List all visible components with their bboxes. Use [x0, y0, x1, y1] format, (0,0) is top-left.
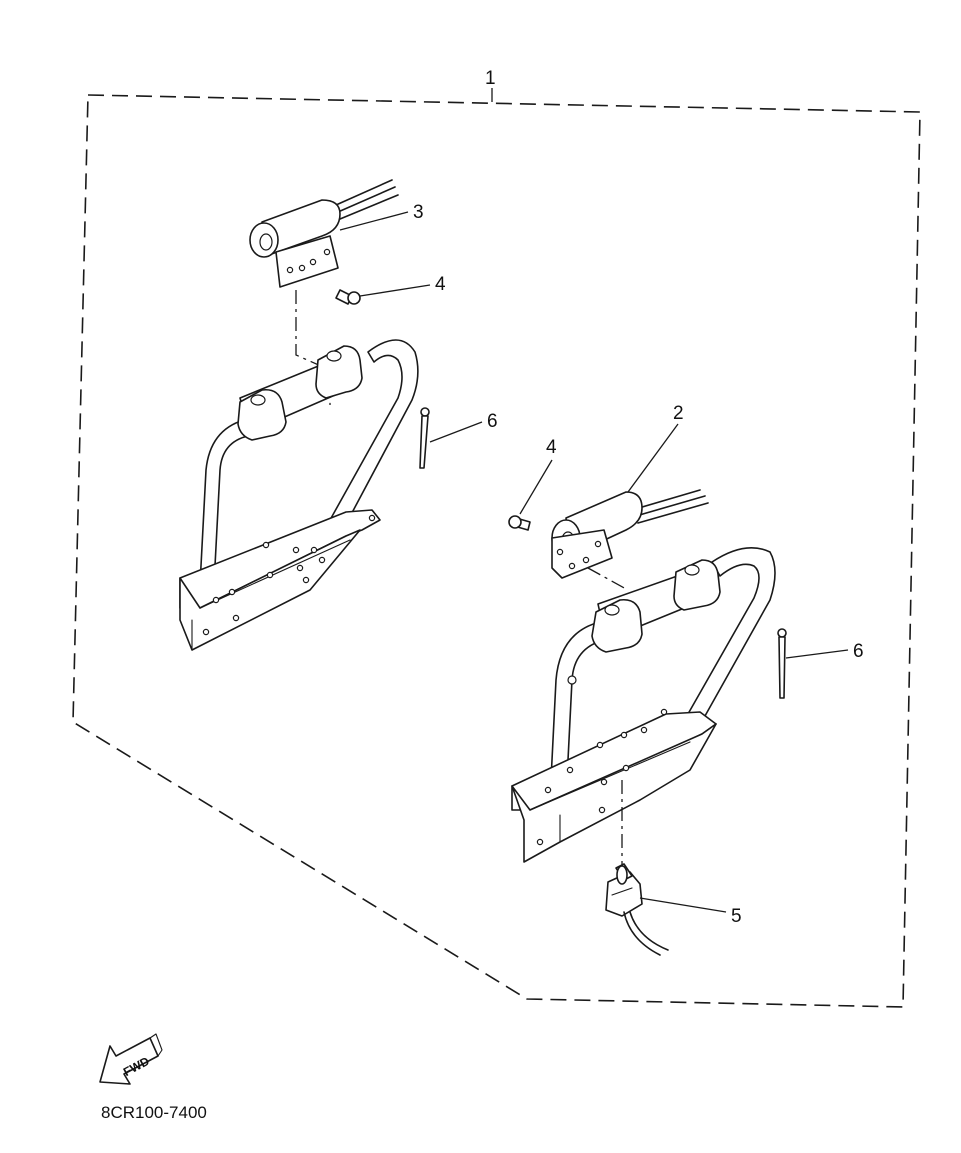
- assembly-boundary: [72, 94, 921, 1008]
- callout-screw-left: 4: [435, 274, 446, 295]
- callout-screw-right: 4: [546, 437, 557, 458]
- callout-switch-bracket-right: 2: [673, 403, 684, 424]
- callout-clip-right: 6: [853, 641, 864, 662]
- left-switch-bracket-part: [249, 179, 399, 288]
- left-tiller-mount-bracket: [179, 339, 419, 651]
- leader-screw-right: [519, 459, 553, 515]
- callout-assembly: 1: [485, 68, 496, 89]
- right-screw-part: [508, 515, 531, 531]
- right-alignment-line: [587, 567, 629, 591]
- part-code: 8CR100-7400: [101, 1103, 207, 1122]
- leader-toggle-switch: [639, 897, 727, 913]
- left-screw-part: [335, 289, 361, 305]
- left-clip-part: [419, 407, 430, 469]
- right-switch-bracket-part: [551, 489, 709, 579]
- leader-clip-left: [429, 421, 483, 443]
- leader-clip-right: [785, 649, 849, 659]
- right-tiller-mount-bracket: [511, 546, 776, 863]
- leader-switch-bracket-right: [627, 423, 679, 493]
- toggle-switch-part: [605, 863, 669, 956]
- callout-toggle-switch: 5: [731, 906, 742, 927]
- callout-clip-left: 6: [487, 411, 498, 432]
- leader-screw-left: [359, 284, 431, 297]
- leader-switch-bracket-left: [339, 211, 409, 231]
- fwd-arrow-icon: FWD: [99, 1033, 163, 1085]
- callout-switch-bracket-left: 3: [413, 202, 424, 223]
- right-clip-part: [777, 628, 787, 699]
